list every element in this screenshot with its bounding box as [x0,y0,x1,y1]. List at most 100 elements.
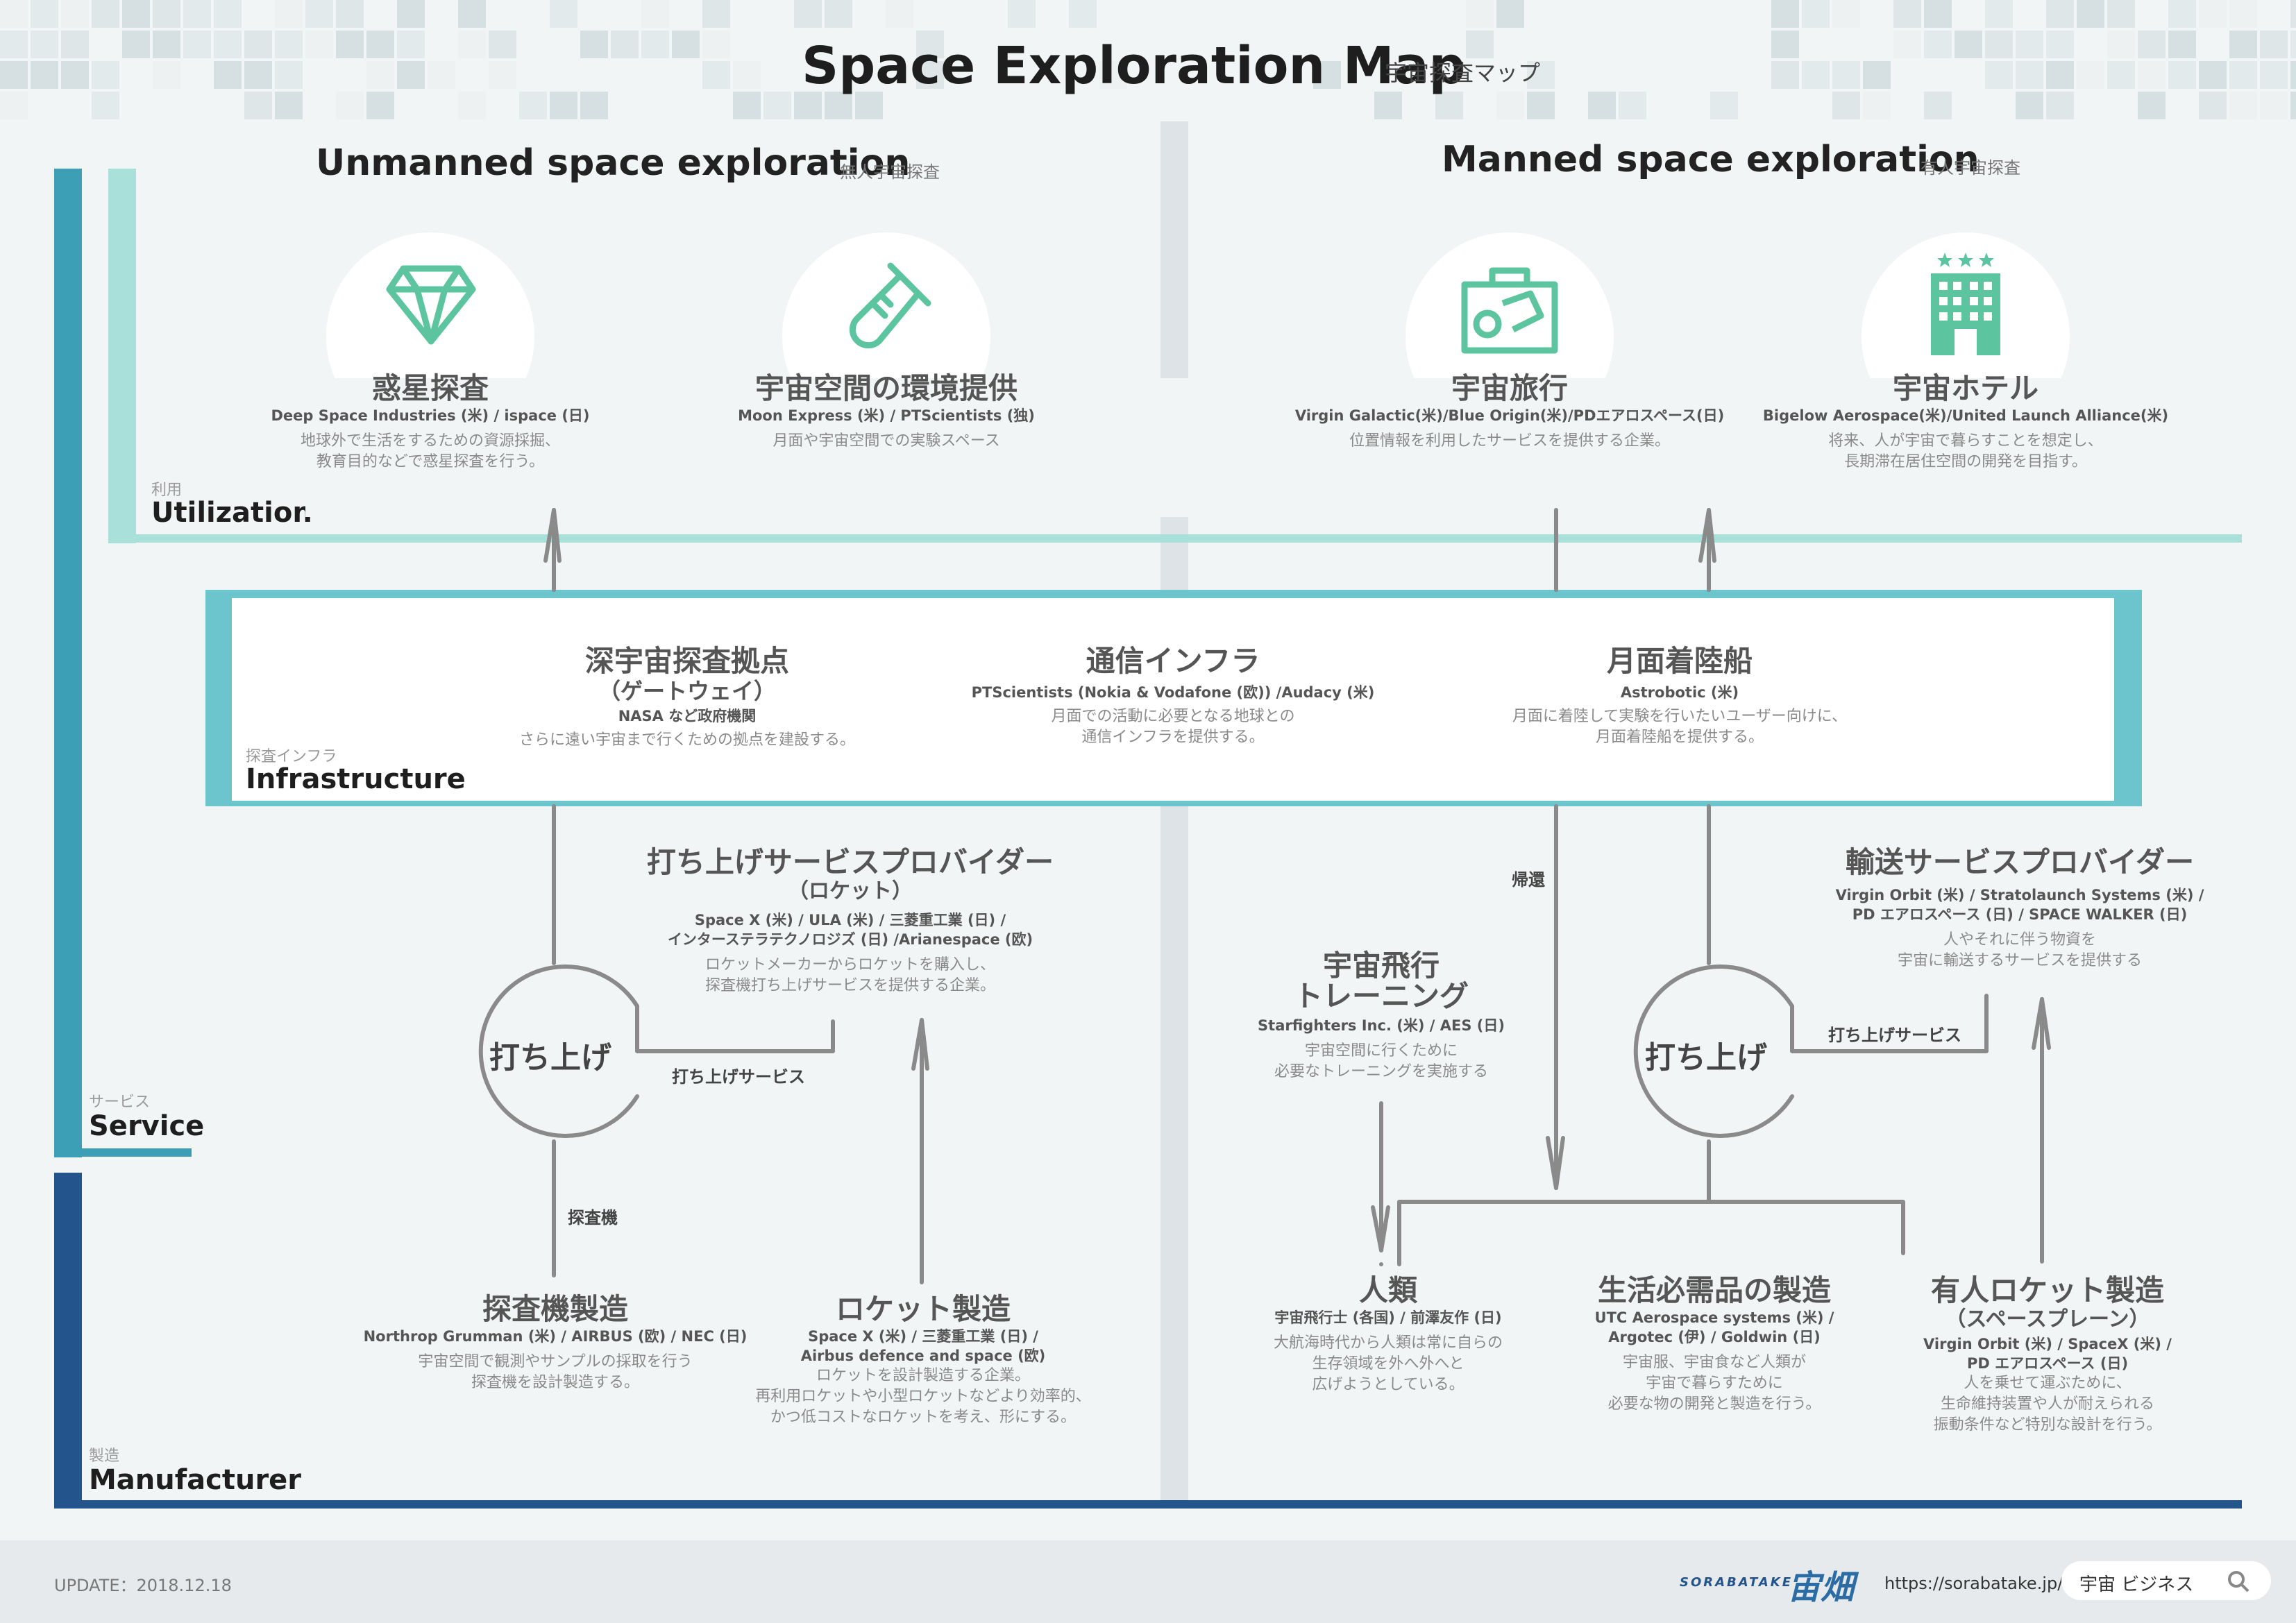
infra-desc-2b: 通信インフラを提供する。 [1081,729,1265,746]
probe-label: 探査機 [568,1208,618,1227]
pattern-tile [397,31,425,58]
launch-provider-title: 打ち上げサービスプロバイダー [646,845,1054,879]
pattern-tile [733,61,761,89]
pattern-tile [1771,0,1799,28]
pattern-tile [2260,92,2288,119]
pattern-tile [2199,92,2227,119]
utilization-item-3: 宇宙旅行 Virgin Galactic(米)/Blue Origin(米)/P… [1267,371,1753,452]
mfr-rocket-desc-c: かつ低コストなロケットを考え、形にする。 [770,1409,1077,1426]
search-text: 宇宙 ビジネス [2079,1574,2194,1595]
pattern-tile [153,61,180,89]
mfr-human-desc-c: 広げようとしている。 [1312,1376,1464,1393]
mfr-manned-rocket-desc-b: 生命維持装置や人が耐えられる [1940,1395,2154,1413]
center-divider [1160,121,1188,1506]
mfr-rocket-title: ロケット製造 [835,1292,1011,1326]
pattern-tile [2229,0,2257,28]
utilization-companies-3: Virgin Galactic(米)/Blue Origin(米)/PDエアロス… [1294,407,1725,424]
transport-provider-title: 輸送サービスプロバイダー [1845,845,2195,879]
pattern-tile [2168,31,2196,58]
infra-desc-3b: 月面着陸船を提供する。 [1595,729,1764,746]
utilization-item-4: 宇宙ホテル Bigelow Aerospace(米)/United Launch… [1757,371,2174,473]
pattern-tile [2046,61,2074,89]
mfr-supplies-desc-b: 宇宙で暮らすために [1646,1375,1783,1392]
manufacturer-label-jp: 製造 [89,1447,120,1465]
pattern-tile [275,61,303,89]
pattern-tile [1496,92,1524,119]
infra-item-2: 通信インフラ PTScientists (Nokia & Vodafone (欧… [944,644,1402,748]
launch-service-label-left: 打ち上げサービス [672,1067,805,1087]
pattern-tile [489,61,516,89]
mfr-rocket-companies-a: Space X (米) / 三菱重工業 (日) / [808,1328,1038,1345]
pattern-tile [611,31,639,58]
utilization-desc-1a: 地球外で生活をするための資源採掘、 [300,432,560,450]
mfr-rocket-desc-a: ロケットを設計製造する企業。 [816,1367,1030,1384]
pattern-tile [2290,31,2296,58]
mfr-supplies-desc-a: 宇宙服、宇宙食など人類が [1622,1354,1806,1371]
pattern-tile [1588,92,1616,119]
pattern-tile [1802,0,1830,28]
pattern-tile [0,61,28,89]
pattern-tile [1924,31,1952,58]
transport-provider-companies-b: PD エアロスペース (日) / SPACE WALKER (日) [1852,906,2188,923]
pattern-tile [886,0,913,28]
pattern-tile [61,61,89,89]
mfr-probe-title: 探査機製造 [482,1292,628,1326]
infrastructure-label-jp: 探査インフラ [246,748,337,765]
pattern-tile [2107,0,2135,28]
utilization-item-2: 宇宙空間の環境提供 Moon Express (米) / PTScientist… [678,371,1095,452]
pattern-tile [366,61,394,89]
search-box[interactable]: 宇宙 ビジネス [2061,1561,2271,1600]
training-desc-b: 必要なトレーニングを実施する [1274,1063,1488,1080]
pattern-tile [183,0,211,28]
pattern-tile [2138,31,2166,58]
infra-title-1b: （ゲートウェイ） [598,678,776,704]
pattern-tile [336,92,364,119]
mfr-supplies-companies-b: Argotec (伊) / Goldwin (日) [1608,1329,1821,1345]
return-label: 帰還 [1512,870,1545,890]
pattern-tile [2260,61,2288,89]
pattern-tile [702,61,730,89]
pattern-tile [458,31,486,58]
pattern-tile [31,0,58,28]
pattern-tile [92,61,119,89]
pattern-tile [794,0,822,28]
pattern-tile [1466,0,1494,28]
mfr-probe-companies: Northrop Grumman (米) / AIRBUS (欧) / NEC … [363,1328,748,1345]
pattern-tile [183,31,211,58]
pattern-tile [2168,0,2196,28]
utilization-companies-4: Bigelow Aerospace(米)/United Launch Allia… [1762,407,2169,424]
infra-companies-1: NASA など政府機関 [618,708,757,724]
search-icon[interactable] [2227,1570,2250,1593]
utilization-desc-4b: 長期滞在居住空間の開発を目指す。 [1844,453,2087,470]
pattern-tile [1863,61,1891,89]
pattern-tile [31,61,58,89]
header-pattern [0,0,2296,119]
site-url[interactable]: https://sorabatake.jp/ [1884,1574,2063,1593]
pattern-tile [92,0,119,28]
pattern-tile [1496,0,1524,28]
utilization-title-4: 宇宙ホテル [1892,371,2038,405]
infra-companies-2: PTScientists (Nokia & Vodafone (欧)) /Aud… [971,684,1375,701]
mfr-manned-rocket-desc-c: 振動条件など特別な設計を行う。 [1933,1416,2162,1434]
pattern-tile [1863,92,1891,119]
pattern-tile [2290,61,2296,89]
pattern-tile [550,92,577,119]
pattern-tile [2107,61,2135,89]
pattern-tile [397,61,425,89]
infrastructure-panel [232,598,2114,801]
launch-service-label-right: 打ち上げサービス [1828,1026,1961,1045]
diamond-icon [386,265,476,345]
pattern-tile [2229,31,2257,58]
pattern-tile [1985,0,2013,28]
pattern-tile [122,31,150,58]
mfr-rocket-companies-b: Airbus defence and space (欧) [800,1348,1046,1364]
mfr-manned-rocket-companies-b: PD エアロスペース (日) [1966,1355,2129,1372]
pattern-tile [61,31,89,58]
pattern-tile [489,31,516,58]
infra-title-1: 深宇宙探査拠点 [584,644,789,678]
pattern-tile [580,31,608,58]
pattern-tile [336,31,364,58]
utilization-label-jp: 利用 [151,482,183,499]
infra-item-3: 月面着陸船 Astrobotic (米) 月面に着陸して実験を行いたいユーザー向… [1444,644,1916,748]
